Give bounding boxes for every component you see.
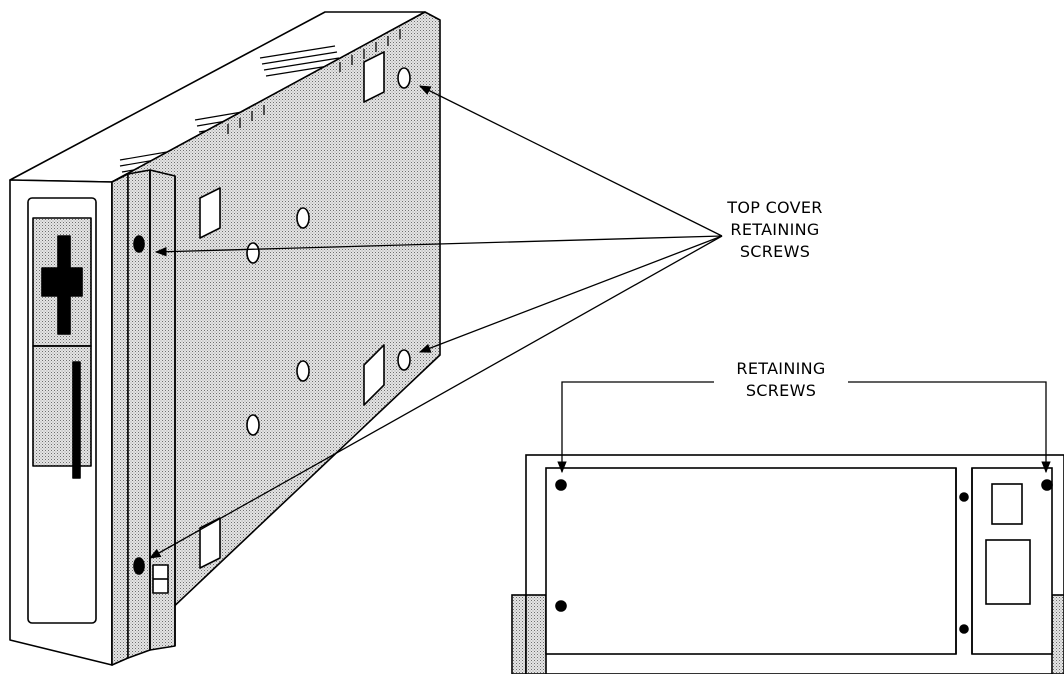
side-cutout (199, 517, 221, 569)
retaining-screw (959, 492, 969, 502)
retaining-leaders (557, 381, 1051, 474)
chassis-shade (1051, 594, 1064, 674)
drive-panel-lower (32, 345, 92, 467)
retaining-screw (133, 557, 145, 575)
retaining-screw (133, 235, 145, 253)
top-cover-leaders (148, 85, 723, 559)
callout-line: SCREWS (745, 381, 817, 400)
callout-line: RETAINING (730, 220, 820, 239)
callout-line: SCREWS (739, 242, 811, 261)
unit-isometric (9, 11, 441, 666)
end-panel-switch (991, 483, 1023, 525)
side-cutout (199, 187, 221, 239)
retaining-screw (555, 600, 567, 612)
chassis-shade (525, 594, 547, 674)
retaining-screws-callout: RETAINING SCREWS (714, 358, 848, 402)
side-hole (296, 360, 310, 382)
retaining-screw (1041, 479, 1053, 491)
drive-eject-cross (41, 235, 83, 335)
side-hole (296, 207, 310, 229)
retaining-screw (959, 624, 969, 634)
front-panel-view (511, 454, 1064, 674)
end-panel-display (985, 539, 1031, 605)
retaining-screw (397, 349, 411, 371)
top-cover-callout: TOP COVER RETAINING SCREWS (700, 197, 850, 263)
side-cutout (363, 344, 385, 406)
retaining-screw (555, 479, 567, 491)
side-cutout (363, 51, 385, 103)
rear-ridge-marks (227, 29, 401, 134)
retaining-screw (397, 67, 411, 89)
top-cover-panel (545, 467, 957, 655)
callout-line: TOP COVER (727, 198, 823, 217)
front-rim-strip (111, 173, 129, 666)
callout-line: RETAINING (736, 359, 826, 378)
side-hole (246, 414, 260, 436)
side-hole (246, 242, 260, 264)
drive-slot (72, 361, 81, 479)
